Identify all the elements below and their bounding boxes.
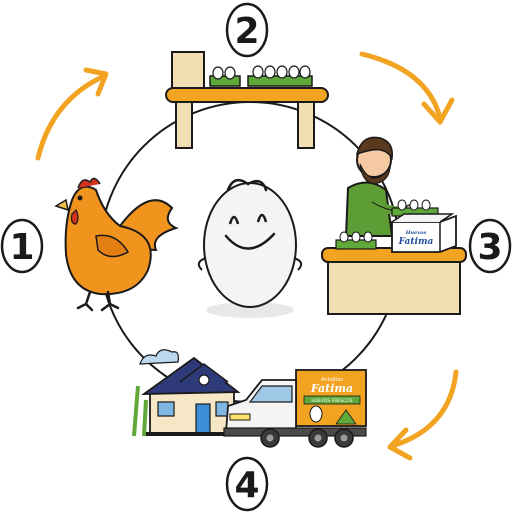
arrow-icon (389, 369, 459, 449)
step-2-marker: 2 (225, 2, 269, 58)
step-1-marker: 1 (0, 218, 44, 274)
hen-icon (54, 177, 179, 312)
truck-icon: Antojitos Fatima HUEVOS FRESCOS (223, 369, 367, 448)
arrow-icon (83, 67, 109, 97)
worker-icon: Huevos Fatima (321, 136, 467, 315)
shelf-icon (165, 51, 329, 149)
truck-banner-text: HUEVOS FRESCOS (311, 398, 352, 404)
truck-brand-small: Antojitos (321, 377, 343, 383)
arrow-icon (359, 51, 443, 121)
box-brand-small: Huevos (405, 230, 427, 236)
house-icon (132, 349, 241, 437)
egg-character-icon (197, 178, 303, 318)
egg-box: Huevos Fatima (391, 213, 457, 253)
arrow-icon (35, 73, 107, 161)
step-3-marker: 3 (468, 218, 512, 274)
truck-brand-name: Fatima (310, 382, 353, 395)
step-1-number: 1 (9, 227, 34, 268)
step-4-marker: 4 (225, 456, 269, 512)
step-4-number: 4 (234, 465, 259, 506)
step-2-number: 2 (234, 11, 259, 52)
arrow-icon (387, 427, 413, 461)
arrow-icon (421, 97, 455, 125)
step-3-number: 3 (477, 227, 502, 268)
box-brand-name: Fatima (398, 237, 434, 247)
